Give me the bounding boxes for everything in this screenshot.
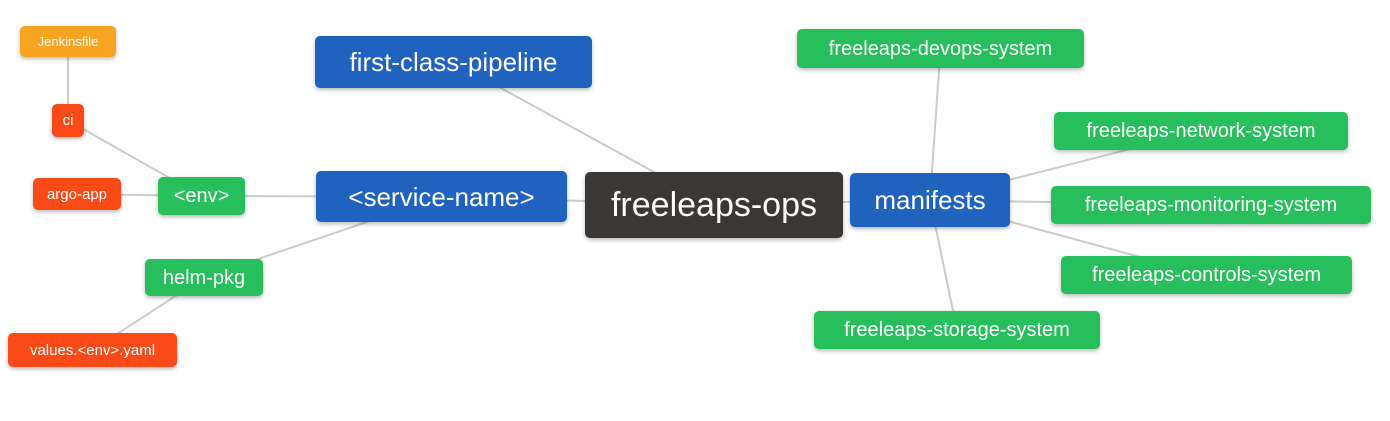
- node-freeleaps-ops[interactable]: freeleaps-ops: [585, 172, 843, 238]
- node-label: ci: [62, 112, 74, 129]
- node-ci[interactable]: ci: [52, 104, 84, 137]
- node-freeleaps-monitoring-system[interactable]: freeleaps-monitoring-system: [1051, 186, 1371, 224]
- node-freeleaps-storage-system[interactable]: freeleaps-storage-system: [814, 311, 1100, 349]
- node-label: freeleaps-network-system: [1086, 120, 1316, 142]
- node-freeleaps-devops-system[interactable]: freeleaps-devops-system: [797, 29, 1084, 68]
- node-values-env-yaml[interactable]: values.<env>.yaml: [8, 333, 177, 367]
- node-label: freeleaps-controls-system: [1092, 264, 1321, 286]
- node-jenkinsfile[interactable]: Jenkinsfile: [20, 26, 116, 57]
- node-label: values.<env>.yaml: [29, 341, 156, 359]
- node-label: <service-name>: [348, 181, 535, 212]
- node-argo-app[interactable]: argo-app: [33, 178, 121, 210]
- node-env[interactable]: <env>: [158, 177, 245, 215]
- node-service-name[interactable]: <service-name>: [316, 171, 567, 222]
- node-label: Jenkinsfile: [37, 34, 99, 49]
- node-label: manifests: [874, 185, 986, 215]
- node-label: freeleaps-devops-system: [828, 37, 1053, 60]
- node-label: helm-pkg: [162, 266, 246, 289]
- node-freeleaps-network-system[interactable]: freeleaps-network-system: [1054, 112, 1348, 150]
- node-first-class-pipeline[interactable]: first-class-pipeline: [315, 36, 592, 88]
- node-label: <env>: [173, 185, 230, 207]
- node-label: argo-app: [46, 185, 108, 203]
- node-label: freeleaps-monitoring-system: [1084, 194, 1338, 216]
- node-label: freeleaps-ops: [610, 186, 817, 224]
- node-label: first-class-pipeline: [349, 47, 558, 77]
- node-helm-pkg[interactable]: helm-pkg: [145, 259, 263, 296]
- node-label: freeleaps-storage-system: [844, 319, 1070, 341]
- node-freeleaps-controls-system[interactable]: freeleaps-controls-system: [1061, 256, 1352, 294]
- node-manifests[interactable]: manifests: [850, 173, 1010, 227]
